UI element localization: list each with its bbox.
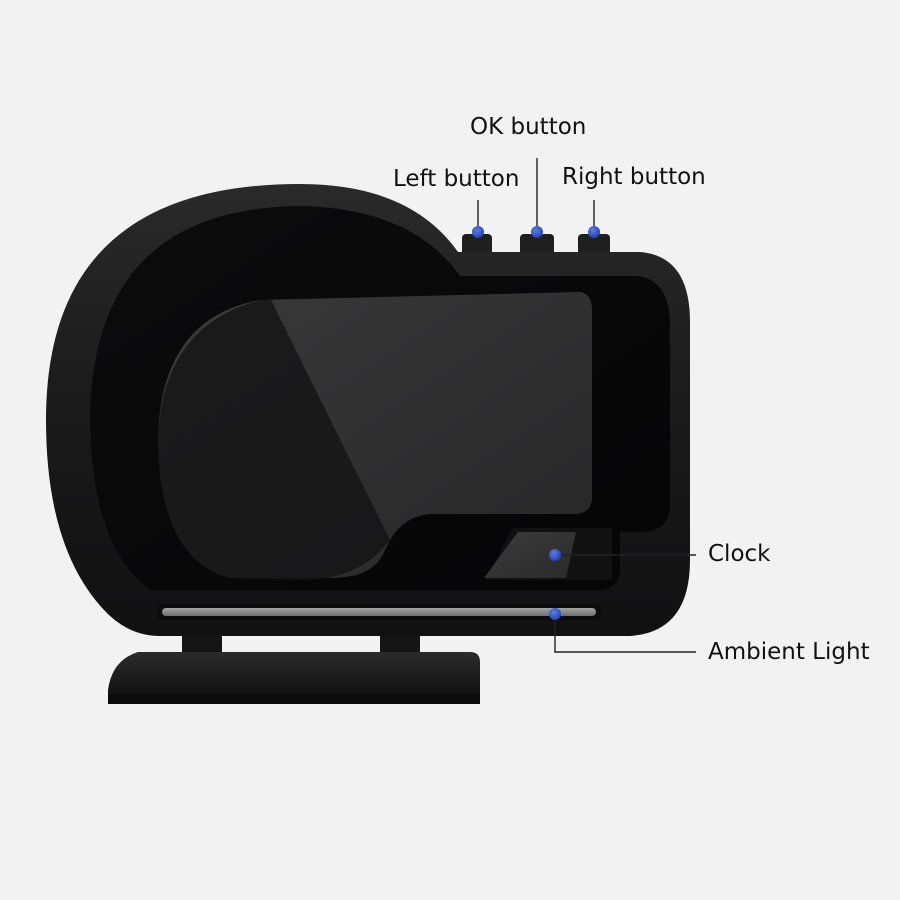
- display-screen: [158, 292, 592, 580]
- clock-window: [484, 528, 612, 580]
- left-button-marker: [472, 226, 484, 238]
- clock-marker: [549, 549, 561, 561]
- stand: [108, 628, 480, 704]
- ambient-light-label: Ambient Light: [708, 639, 870, 665]
- ambient-light-strip: [156, 604, 602, 620]
- right-button-label: Right button: [562, 164, 706, 190]
- right-button-marker: [588, 226, 600, 238]
- clock-label: Clock: [708, 541, 771, 567]
- left-button-label: Left button: [393, 166, 520, 192]
- ambient-light-marker: [549, 608, 561, 620]
- top-buttons: [462, 234, 610, 256]
- ok-button-marker: [531, 226, 543, 238]
- marker-dots: [472, 226, 600, 620]
- leader-lines: [477, 158, 696, 653]
- ambient-light-leader: [554, 614, 696, 653]
- ok-button-label: OK button: [470, 114, 587, 140]
